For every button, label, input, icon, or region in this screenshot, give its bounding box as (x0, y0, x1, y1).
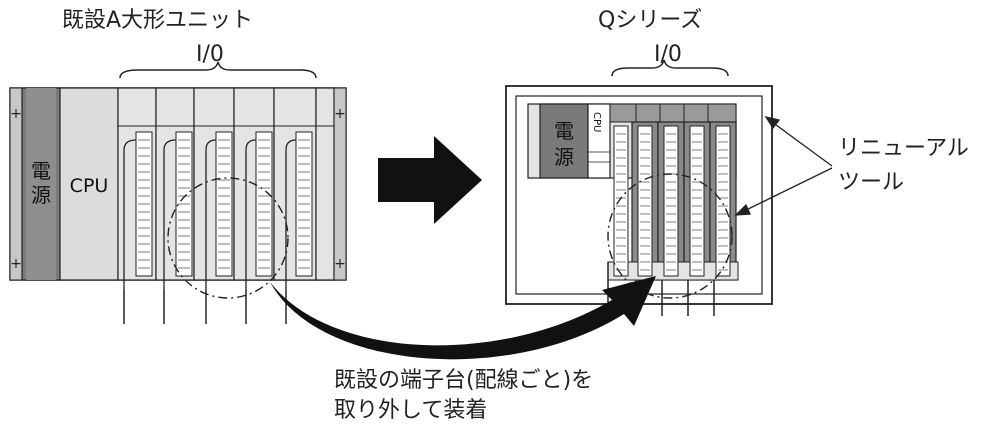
left-io-label: I/0 (196, 42, 224, 67)
svg-text:+: + (10, 106, 22, 122)
right-io-brace (611, 59, 729, 77)
right-terminal-blocks (613, 125, 731, 277)
renewal-tool-pointers (734, 116, 833, 216)
left-unit-title: 既設A大形ユニット (62, 8, 254, 33)
left-terminal-ticks (138, 139, 310, 269)
replace-arrow (378, 136, 482, 224)
svg-text:+: + (10, 256, 22, 272)
transfer-arrow (270, 276, 656, 360)
right-power-label-2: 源 (554, 145, 574, 169)
left-power-label-1: 電 (31, 159, 51, 183)
left-wire-hooks (123, 139, 297, 290)
right-power-label-1: 電 (554, 119, 574, 143)
right-highlight-circle (607, 173, 733, 299)
renewal-tool-label-line2: ツール (838, 170, 905, 195)
right-terminal-ticks (616, 133, 728, 271)
renewal-tool-label-line1: リニューアル (838, 136, 969, 161)
right-io-label: I/0 (654, 42, 682, 67)
right-cpu-label: CPU (591, 112, 602, 132)
left-unit: + + + + 電 源 CPU (9, 61, 347, 324)
left-io-brace (119, 61, 317, 79)
left-cpu-module (59, 87, 119, 281)
svg-text:+: + (334, 256, 346, 272)
right-unit-title: Qシリーズ (598, 8, 703, 33)
left-highlight-circle (167, 177, 289, 299)
right-power-module (539, 103, 589, 179)
svg-text:+: + (334, 106, 346, 122)
caption-line2: 取り外して装着 (334, 398, 488, 423)
left-cpu-label: CPU (70, 175, 109, 197)
right-unit: 電 源 CPU (505, 59, 833, 316)
caption-line1: 既設の端子台(配線ごと)を (334, 368, 594, 393)
left-wires (123, 290, 287, 324)
right-cpu-module (587, 103, 611, 179)
left-power-label-2: 源 (31, 183, 51, 207)
